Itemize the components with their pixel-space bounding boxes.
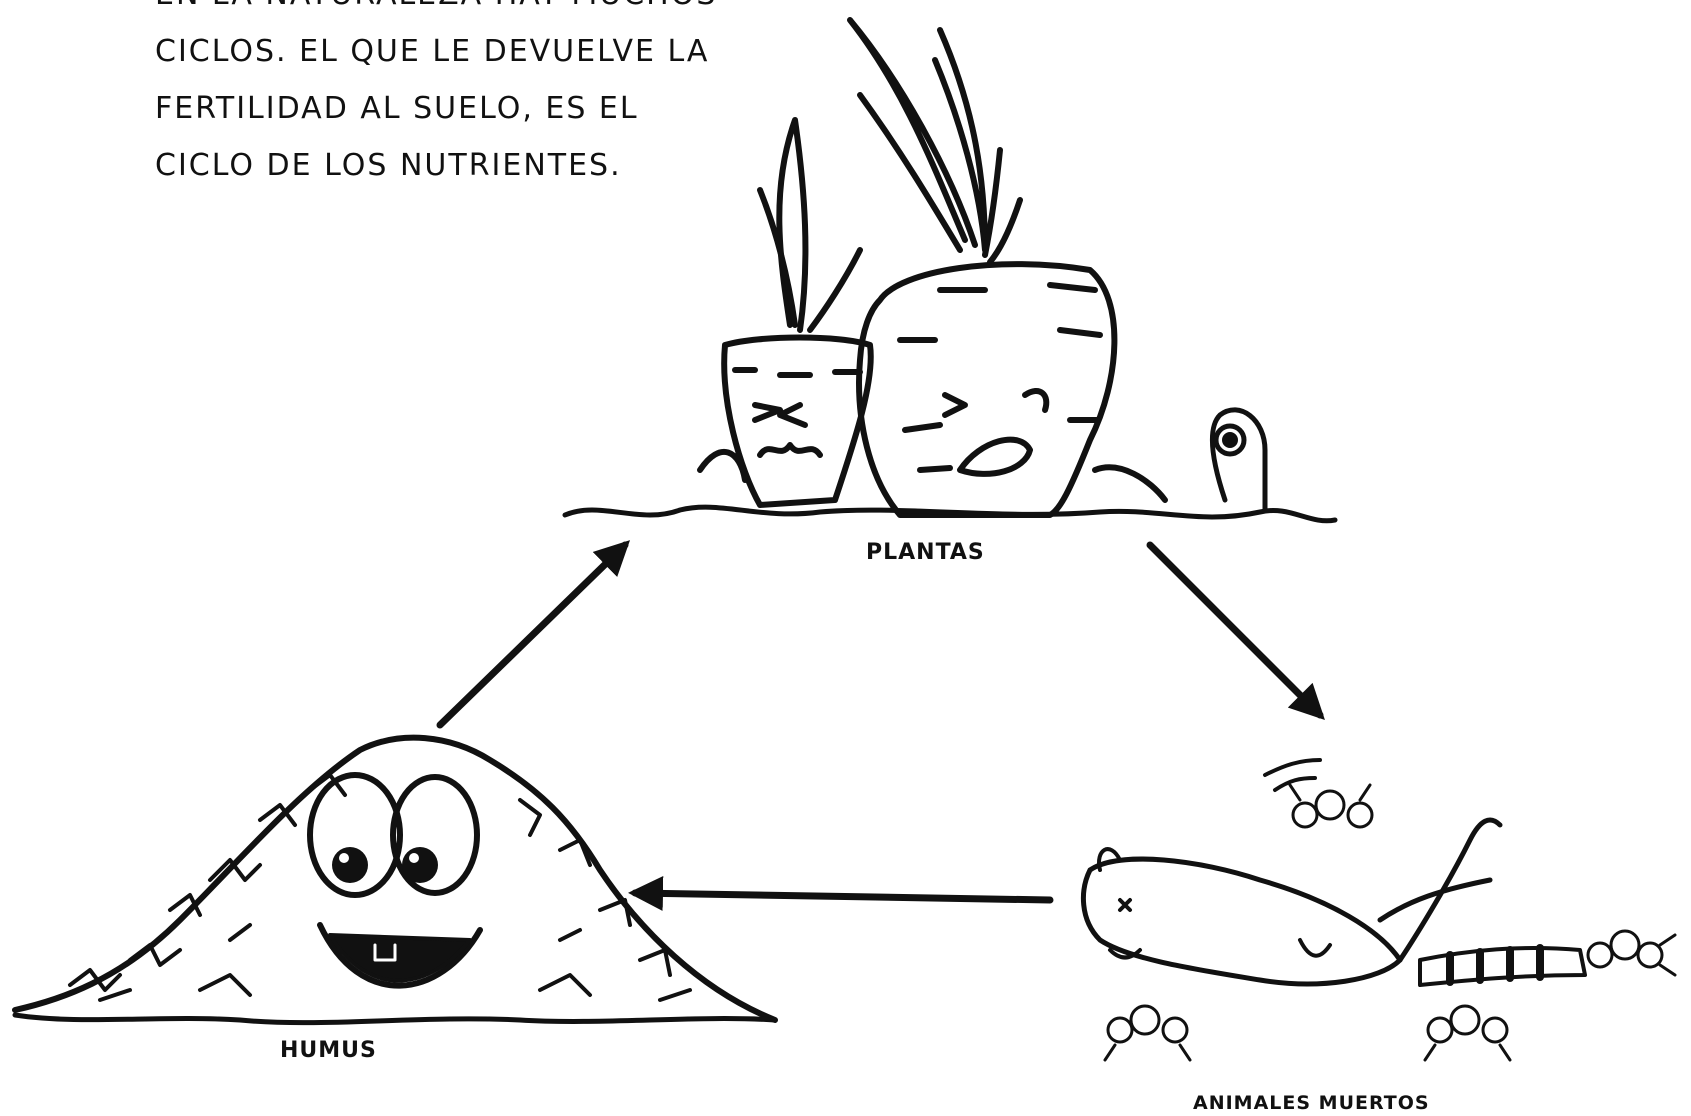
intro-line-1: EN LA NATURALEZA HAY MUCHOS [155,0,855,23]
arrow-plantas-to-animales [1146,541,1325,720]
intro-paragraph: EN LA NATURALEZA HAY MUCHOS CICLOS. EL Q… [155,0,855,194]
humus-label: HUMUS [280,1038,377,1063]
plants-illustration [562,17,1338,524]
plantas-label: PLANTAS [866,540,985,565]
arrow-humus-to-plantas [436,540,631,729]
dead-animal-illustration [1080,758,1677,1062]
arrow-animales-to-humus [628,875,1054,911]
animales-muertos-label: ANIMALES MUERTOS [1193,1092,1430,1114]
humus-illustration [12,734,778,1026]
intro-line-3: FERTILIDAD AL SUELO, ES EL [155,91,639,126]
intro-line-2: CICLOS. EL QUE LE DEVUELVE LA [155,34,710,69]
intro-line-4: CICLO DE LOS NUTRIENTES. [155,148,622,183]
